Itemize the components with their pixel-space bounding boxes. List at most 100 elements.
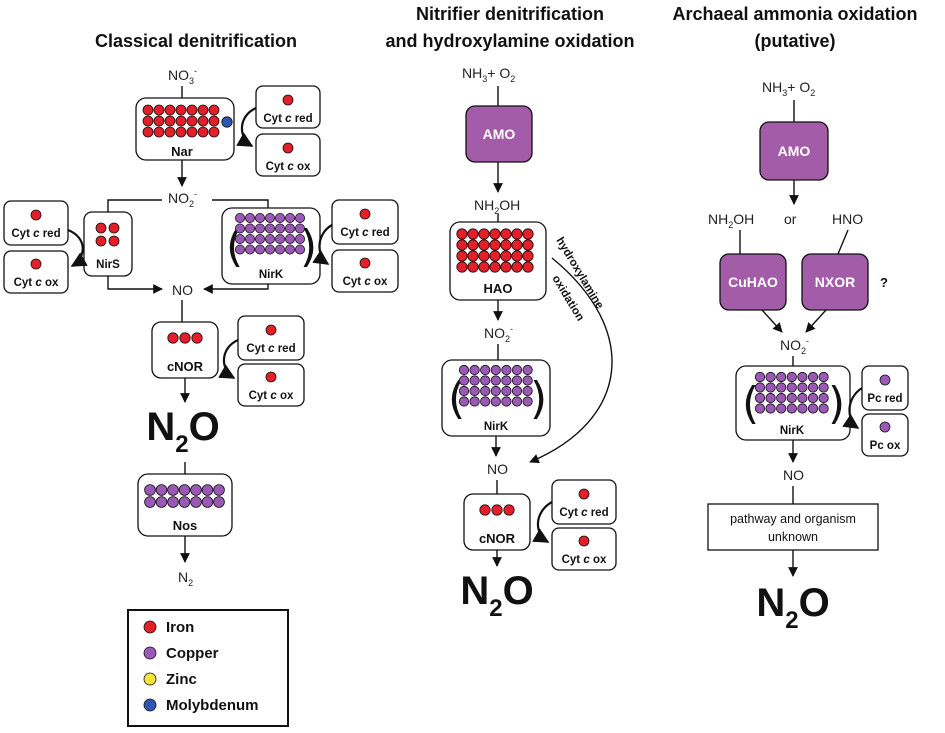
nos-label: Nos (173, 518, 198, 533)
iron-dot (197, 104, 209, 116)
iron-dot (456, 239, 468, 251)
iron-dot (478, 239, 490, 251)
iron-dot (478, 228, 490, 240)
nar-label: Nar (171, 144, 193, 159)
copper-dot (254, 233, 265, 244)
copper-dot (264, 212, 275, 223)
copper-dot (469, 385, 480, 397)
copper-dot (458, 364, 470, 376)
iron-dot (208, 115, 220, 127)
copper-dot (294, 244, 305, 255)
copper-dot (144, 484, 156, 496)
copper-dot (511, 364, 523, 376)
iron-dot (500, 261, 512, 273)
copper-dot (522, 396, 533, 407)
iron-dot (489, 250, 501, 262)
copper-dot (234, 212, 245, 223)
iron-dot (467, 250, 479, 262)
nar-cyt-ox-iron (282, 142, 294, 154)
copper-dot (144, 496, 156, 508)
iron-dot (522, 239, 534, 251)
copper-dot (167, 496, 179, 508)
cnor-label-1: cNOR (167, 359, 204, 374)
copper-dot (818, 382, 829, 393)
copper-dot (213, 484, 225, 496)
iron-dot (175, 126, 187, 138)
heading-nitrifier-line2: and hydroxylamine oxidation (385, 31, 634, 51)
nos-copper-dots (144, 484, 225, 508)
n2o-product-1: N2O (146, 405, 219, 458)
copper-dot (786, 382, 797, 393)
nirs-cyt-ox-iron (30, 258, 42, 270)
copper-dot (776, 403, 787, 414)
copper-dot (274, 244, 285, 255)
nirk-paren-right-2: ) (530, 373, 547, 424)
copper-dot (458, 396, 470, 407)
unknown-line1: pathway and organism (730, 512, 856, 526)
nirs-cyt-c-ox-box (3, 250, 69, 294)
heading-archaeal-line1: Archaeal ammonia oxidation (672, 4, 917, 24)
nirk-cyt-ox-iron-1 (359, 257, 371, 269)
copper-dot (469, 375, 480, 386)
iron-dot (489, 239, 501, 251)
iron-dot (197, 126, 209, 138)
nirk-cyt-red-iron-1 (359, 208, 371, 220)
copper-dot (754, 392, 766, 404)
unknown-pathway-box (707, 503, 879, 551)
nh3-o2-label-2: NH3+ O2 (762, 79, 815, 98)
copper-dot (155, 484, 168, 496)
copper-dot (501, 396, 512, 407)
cnor-cyt-c-red-label-2: Cyt c red (559, 507, 608, 519)
hydroxylamine-oxidation-arrow (529, 257, 613, 464)
cnor-cyt-c-ox-box-1 (237, 363, 305, 407)
nirk-label-1: NirK (259, 269, 284, 281)
copper-dot (284, 212, 295, 223)
nirk-paren-right-3: ) (828, 378, 845, 429)
copper-dot (244, 223, 255, 234)
nar-cyt-c-red-box (255, 85, 321, 129)
cnor-cyt-c-red-box-1 (237, 315, 305, 361)
nirs-label: NirS (96, 259, 120, 271)
copper-dot (776, 392, 787, 404)
nirs-cyt-c-red-label: Cyt c red (11, 228, 60, 240)
iron-dot (186, 126, 198, 138)
copper-dot (501, 385, 512, 397)
unknown-line2: unknown (768, 530, 818, 544)
copper-dot (807, 382, 819, 393)
copper-dot (765, 392, 776, 404)
copper-dot (294, 233, 305, 244)
nirs-cyt-c-ox-label: Cyt c ox (14, 277, 59, 289)
copper-dot (480, 375, 491, 386)
legend-swatch (143, 672, 157, 686)
copper-dot (155, 496, 168, 508)
nirk-copper-dots-3 (754, 371, 829, 414)
copper-dot (522, 385, 533, 397)
iron-dot (142, 126, 154, 138)
iron-dot (164, 115, 176, 127)
copper-dot (818, 392, 829, 404)
iron-dot (153, 126, 165, 138)
nirs-iron-dots (95, 222, 120, 247)
iron-dot (153, 104, 165, 116)
no-label-1: NO (172, 282, 193, 298)
n2o-product-2: N2O (460, 569, 533, 622)
copper-dot (786, 392, 797, 404)
iron-dot (175, 104, 187, 116)
copper-dot (294, 223, 305, 234)
copper-dot (786, 403, 797, 414)
copper-dot (264, 244, 275, 255)
iron-dot (197, 115, 209, 127)
iron-dot (467, 239, 479, 251)
copper-dot (469, 364, 480, 376)
copper-dot (480, 364, 491, 376)
legend-swatch (143, 698, 157, 712)
nar-iron-dots (142, 104, 220, 138)
no-label-2: NO (487, 461, 508, 477)
copper-dot (490, 385, 501, 397)
copper-dot (234, 244, 245, 255)
iron-dot (500, 228, 512, 240)
copper-dot (776, 382, 787, 393)
copper-dot (765, 403, 776, 414)
pc-red-label: Pc red (867, 393, 902, 405)
